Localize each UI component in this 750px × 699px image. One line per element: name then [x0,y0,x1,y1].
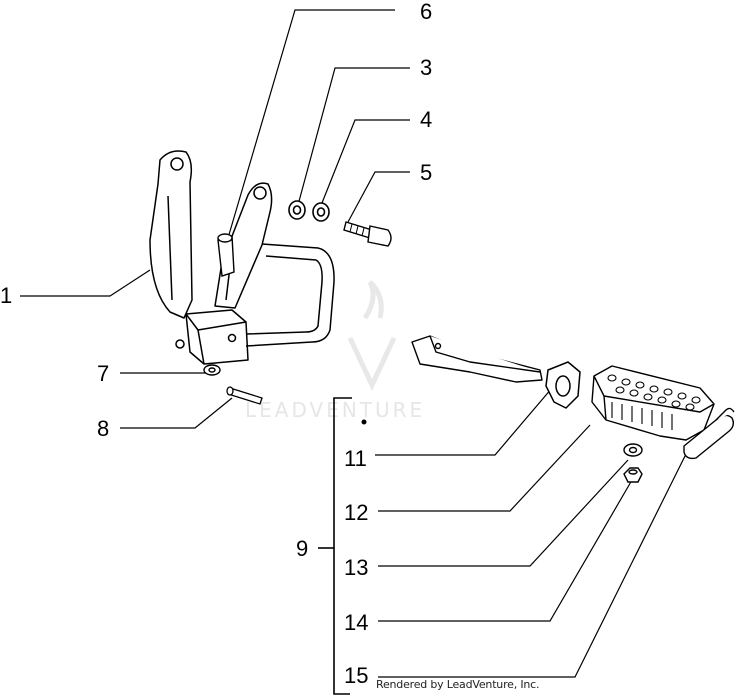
part-14-nut [623,467,643,483]
part-1-stand-bracket [149,150,335,365]
leader-1 [20,269,151,297]
callout-3: 3 [420,55,433,80]
leader-14 [378,479,633,622]
callout-7: 7 [97,361,110,386]
bracket-dot [361,419,367,425]
callout-12: 12 [344,500,369,525]
leader-12 [378,424,591,512]
part-6-bolt [217,233,235,277]
callout-11: 11 [344,446,367,471]
callout-4: 4 [420,107,433,132]
part-9-footrest-arm [411,335,543,383]
leader-13 [378,459,629,567]
group-bracket-9 [318,397,352,695]
part-3-washer [288,200,306,220]
callout-14: 14 [344,610,369,635]
leader-11 [375,387,553,456]
leader-5 [347,171,410,223]
part-4-nut [312,202,330,222]
part-5-screw [343,221,392,247]
callout-8: 8 [97,416,110,441]
leader-15 [378,449,689,678]
part-7-washer [203,364,221,376]
leader-3 [297,67,410,206]
part-12-footrest-pad [591,365,715,441]
part-13-washer [623,443,643,457]
callout-13: 13 [344,555,369,580]
leader-6 [227,9,395,239]
leader-4 [319,119,410,209]
part-15-clip [683,407,735,460]
credit-text: Rendered by LeadVenture, Inc. [376,678,540,691]
callout-9: 9 [296,536,309,561]
leader-8 [120,397,233,429]
callout-1: 1 [0,283,13,308]
part-11-spacer [545,361,581,409]
part-8-pin [226,386,263,405]
leader-lines [20,9,689,678]
callout-6: 6 [420,0,433,24]
watermark-logo [347,280,397,391]
callout-15: 15 [344,663,369,688]
callout-5: 5 [420,160,433,185]
